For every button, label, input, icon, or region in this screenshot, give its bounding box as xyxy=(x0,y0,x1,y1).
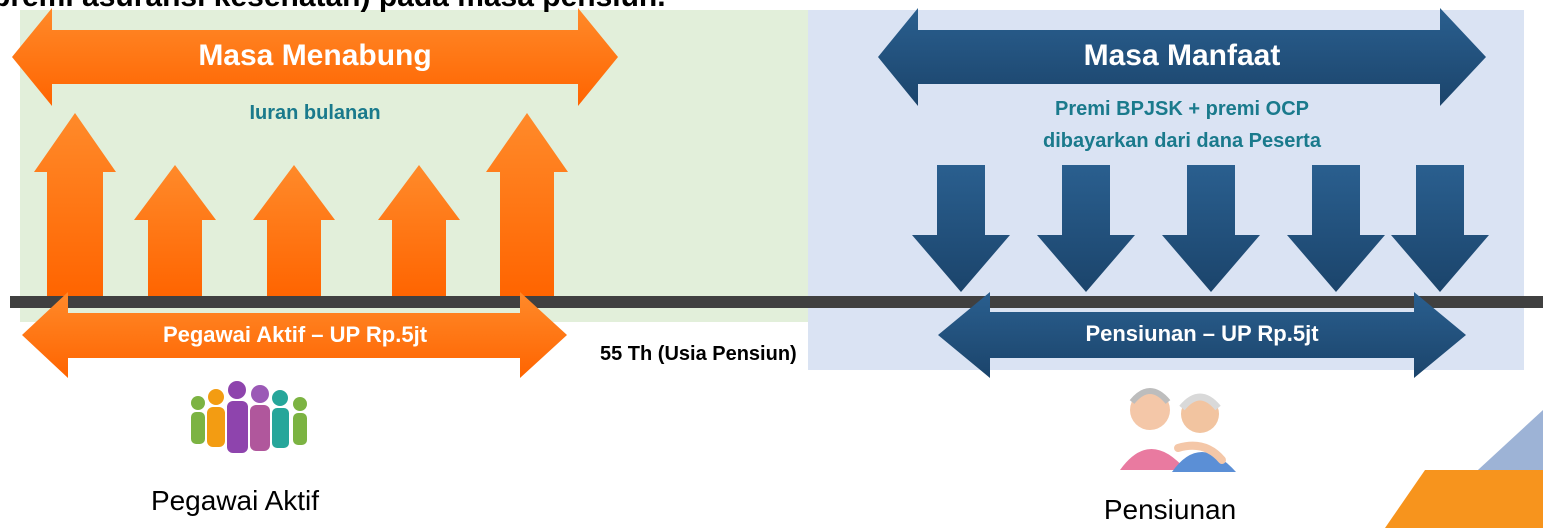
masa-manfaat-title: Masa Manfaat xyxy=(1083,39,1281,72)
masa-menabung-arrow xyxy=(12,8,618,106)
timeline-line xyxy=(10,296,1543,308)
iuran-bulanan-label: Iuran bulanan xyxy=(249,102,381,124)
up-arrow-2 xyxy=(134,165,216,298)
down-arrow-1 xyxy=(912,165,1010,292)
up-arrows xyxy=(34,113,568,298)
header-partial-text: premi asuransi kesehatan) pada masa pens… xyxy=(0,0,666,14)
pensiunan-arrow xyxy=(938,292,1466,378)
milestone-label: 55 Th (Usia Pensiun) xyxy=(600,343,797,365)
pensiunan-up-label: Pensiunan – UP Rp.5jt xyxy=(1085,321,1319,346)
pegawai-aktif-arrow xyxy=(22,292,567,378)
down-arrow-2 xyxy=(1037,165,1135,292)
up-arrow-5 xyxy=(486,113,568,298)
up-arrow-3 xyxy=(253,165,335,298)
corner-decoration-icon xyxy=(1385,410,1543,528)
down-arrow-3 xyxy=(1162,165,1260,292)
masa-menabung-title: Masa Menabung xyxy=(198,39,432,72)
pegawai-aktif-caption: Pegawai Aktif xyxy=(150,485,320,516)
premi-label-line2: dibayarkan dari dana Peserta xyxy=(1043,130,1321,152)
down-arrow-4 xyxy=(1287,165,1385,292)
up-arrow-4 xyxy=(378,165,460,298)
pegawai-aktif-up-label: Pegawai Aktif – UP Rp.5jt xyxy=(162,322,428,347)
elderly-couple-icon xyxy=(1120,388,1236,472)
up-arrow-1 xyxy=(34,113,116,298)
down-arrows xyxy=(912,165,1489,292)
premi-label-line1: Premi BPJSK + premi OCP xyxy=(1055,98,1309,120)
masa-manfaat-arrow xyxy=(878,8,1486,106)
down-arrow-5 xyxy=(1391,165,1489,292)
people-group-icon xyxy=(191,381,307,453)
pensiunan-caption: Pensiunan xyxy=(1103,494,1237,525)
